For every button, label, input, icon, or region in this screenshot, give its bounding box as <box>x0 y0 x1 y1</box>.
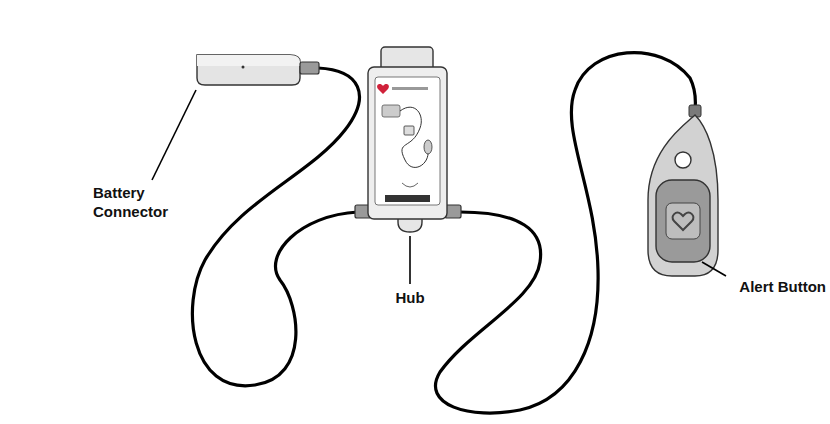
alert-button <box>648 105 718 276</box>
part-label: Battery Connector <box>93 183 178 221</box>
leader-line <box>702 262 726 276</box>
hub <box>355 47 461 232</box>
leader-line <box>409 236 411 284</box>
leader-line <box>152 90 196 180</box>
part-label: Alert Button <box>739 277 826 296</box>
battery-connector <box>197 55 319 85</box>
battery-cable <box>192 68 359 386</box>
part-label: Hub <box>395 288 424 307</box>
